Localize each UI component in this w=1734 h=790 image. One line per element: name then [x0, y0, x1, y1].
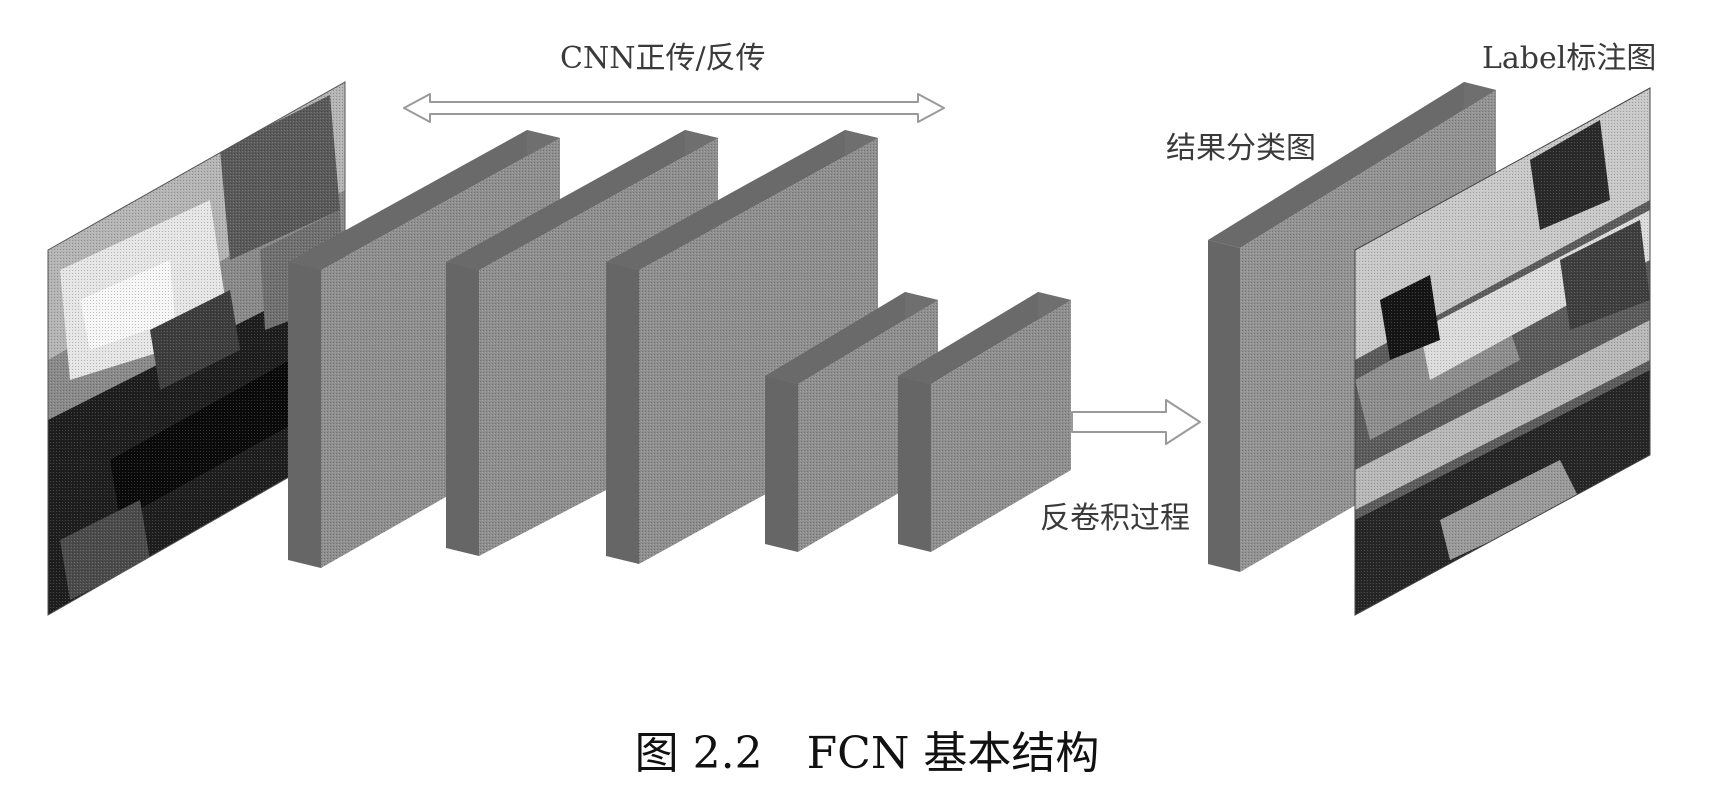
result-map-label: 结果分类图 — [1166, 131, 1316, 166]
deconv-label: 反卷积过程 — [1040, 501, 1190, 536]
caption-number: 图 2.2 — [634, 728, 763, 779]
right-arrow-icon — [1071, 399, 1201, 445]
double-arrow-icon — [403, 93, 945, 123]
fcn-diagram — [47, 81, 1651, 616]
cnn-pass-label: CNN正传/反传 — [560, 41, 766, 76]
label-map-label: Label标注图 — [1482, 41, 1657, 76]
caption-title: FCN 基本结构 — [806, 728, 1100, 779]
cnn-block-5 — [898, 292, 1071, 552]
